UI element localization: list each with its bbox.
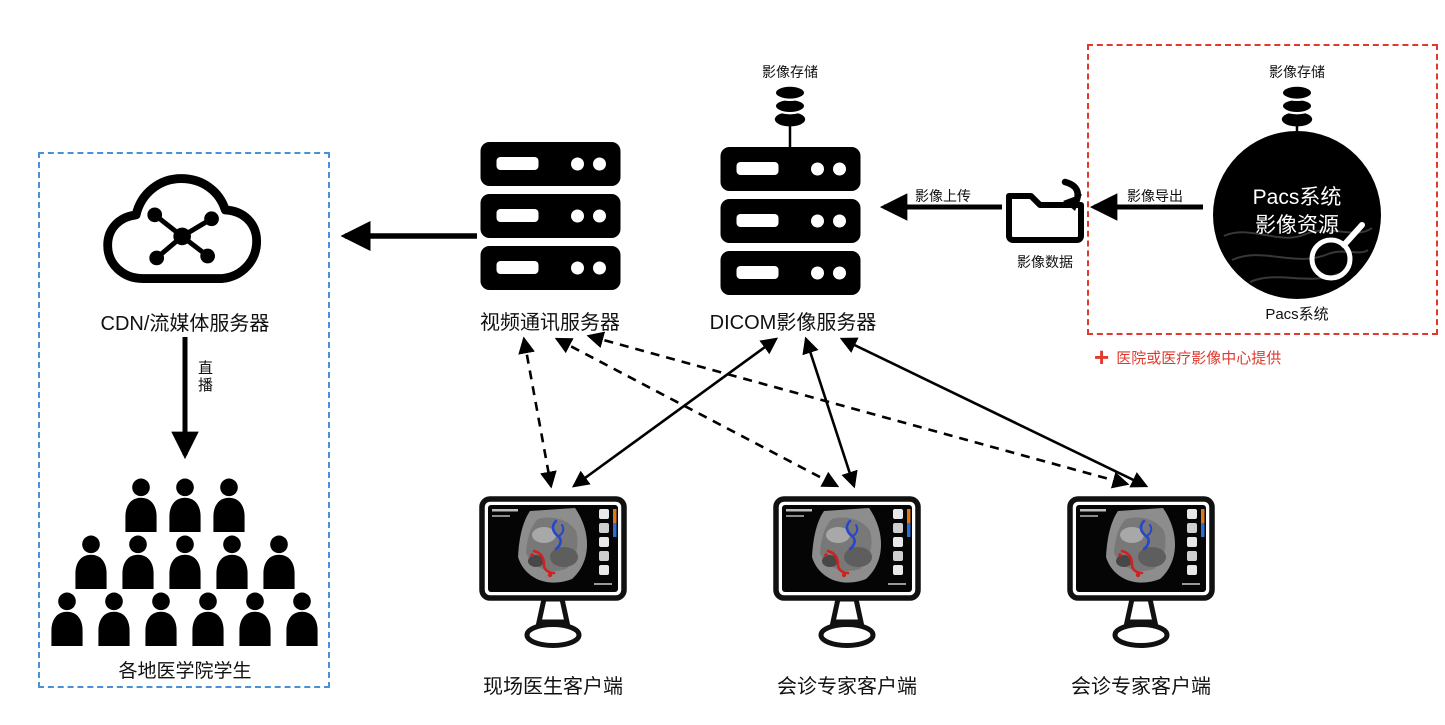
- folder-label: 影像数据: [1017, 254, 1073, 270]
- provider-note: + 医院或医疗影像中心提供: [1094, 344, 1281, 370]
- client3-monitor-icon: [1070, 499, 1212, 646]
- dicom-server-icon: [721, 147, 861, 295]
- export-arrow-label: 影像导出: [1127, 188, 1183, 204]
- pacs-storage-icon: [1282, 86, 1312, 127]
- pacs-circle-title-line2: 影像资源: [1255, 214, 1339, 237]
- pacs-circle-title-line1: Pacs系统: [1252, 186, 1342, 209]
- arrow-video-client2: [554, 337, 840, 488]
- image-data-folder-icon: [1006, 178, 1084, 243]
- arrow-video-client1: [518, 336, 557, 489]
- students-label: 各地医学院学生: [118, 661, 252, 682]
- video-server-label: 视频通讯服务器: [480, 312, 620, 334]
- pacs-system-icon: [1213, 131, 1381, 299]
- client1-monitor-icon: [482, 499, 624, 646]
- video-server-icon: [481, 142, 621, 290]
- pacs-circle-title: Pacs系统 影像资源: [1212, 184, 1382, 240]
- cdn-label: CDN/流媒体服务器: [100, 313, 270, 335]
- client2-monitor-icon: [776, 499, 918, 646]
- hospital-provider-boundary: [1087, 44, 1438, 335]
- client2-label: 会诊专家客户端: [777, 676, 917, 698]
- arrow-dicom-client1: [571, 337, 779, 488]
- plus-icon: +: [1094, 342, 1110, 372]
- dicom-storage-icon: [775, 86, 805, 127]
- students-crowd-icon: [51, 478, 318, 646]
- arrow-video-client3: [586, 331, 1130, 489]
- dicom-server-label: DICOM影像服务器: [709, 312, 877, 334]
- upload-arrow-label: 影像上传: [915, 188, 971, 204]
- provider-note-text: 医院或医疗影像中心提供: [1116, 349, 1282, 367]
- magnifier-icon: [1309, 222, 1365, 281]
- pacs-storage-label: 影像存储: [1269, 64, 1325, 80]
- client3-label: 会诊专家客户端: [1071, 676, 1211, 698]
- cdn-cloud-icon: [108, 179, 257, 279]
- live-arrow-label: 直播: [196, 360, 213, 394]
- live-broadcast-boundary: [38, 152, 330, 688]
- client1-label: 现场医生客户端: [483, 676, 623, 698]
- dicom-storage-label: 影像存储: [762, 64, 818, 80]
- pacs-caption: Pacs系统: [1265, 306, 1329, 323]
- arrow-dicom-client2: [802, 336, 858, 489]
